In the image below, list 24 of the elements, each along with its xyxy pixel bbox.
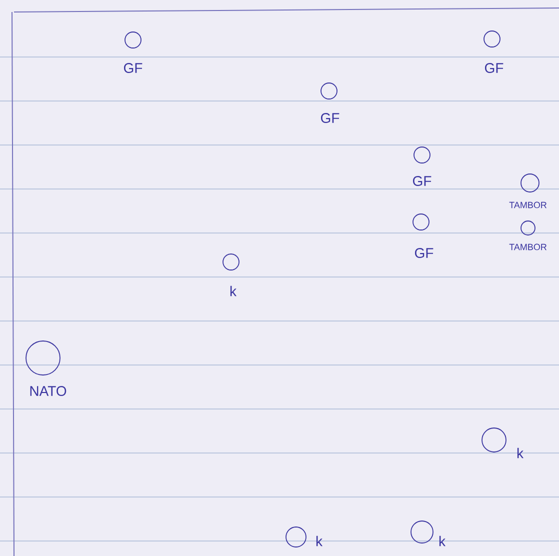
node-label: k: [316, 536, 323, 546]
circle: [482, 428, 506, 452]
node-label: NATO: [30, 386, 66, 396]
circle: [320, 82, 338, 100]
circle: [222, 254, 240, 270]
circle: [520, 220, 536, 236]
node-label: GF: [484, 63, 504, 73]
circle: [26, 340, 60, 376]
node-label: TAMBOR: [509, 202, 546, 208]
node-label: GF: [321, 113, 340, 123]
node-label: k: [230, 286, 237, 296]
node-label: GF: [415, 248, 434, 258]
circle: [410, 520, 434, 544]
circle: [520, 174, 540, 192]
node-label: k: [517, 448, 524, 458]
node-label: GF: [124, 63, 142, 73]
circle: [124, 32, 142, 48]
circle: [412, 214, 430, 230]
node-label: k: [439, 536, 446, 546]
circle: [484, 30, 500, 48]
circle: [414, 146, 430, 164]
node-label: GF: [413, 176, 432, 186]
circle: [286, 526, 306, 548]
node-label: TAMBOR: [509, 244, 546, 250]
